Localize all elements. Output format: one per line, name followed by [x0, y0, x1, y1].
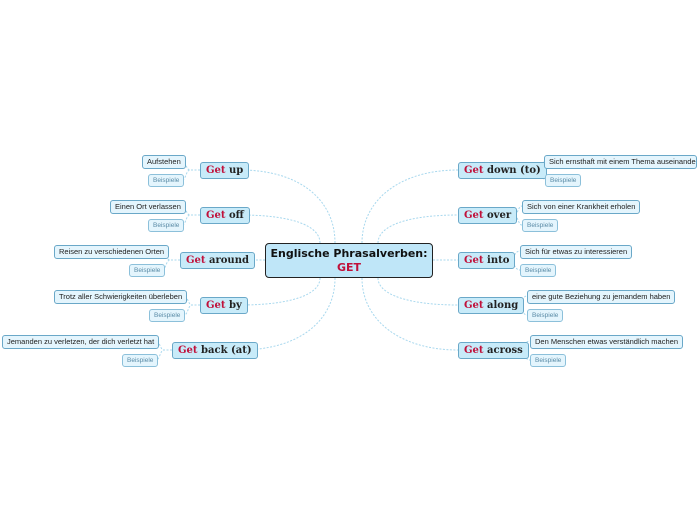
definition-get-around[interactable]: Reisen zu verschiedenen Orten	[54, 245, 170, 259]
particle-label: around	[209, 255, 249, 266]
examples-get-over[interactable]: Beispiele	[522, 219, 559, 232]
definition-get-up[interactable]: Aufstehen	[142, 155, 186, 169]
particle-label: down (to)	[487, 165, 541, 176]
particle-label: along	[487, 300, 519, 311]
link-center-back	[239, 277, 336, 351]
topic-get-into[interactable]: Get into	[458, 252, 516, 269]
topic-get-back-at[interactable]: Get back (at)	[172, 342, 258, 359]
central-topic[interactable]: Englische Phrasalverben: GET	[265, 243, 433, 278]
particle-label: by	[229, 300, 242, 311]
link-center-across	[361, 277, 459, 351]
link-center-along	[377, 277, 459, 306]
examples-get-around[interactable]: Beispiele	[129, 264, 166, 277]
topic-get-across[interactable]: Get across	[458, 342, 529, 359]
examples-get-up[interactable]: Beispiele	[148, 174, 185, 187]
particle-label: into	[487, 255, 510, 266]
get-label: Get	[186, 255, 206, 266]
examples-get-into[interactable]: Beispiele	[520, 264, 557, 277]
get-label: Get	[206, 210, 226, 221]
topic-get-along[interactable]: Get along	[458, 297, 525, 314]
particle-label: over	[487, 210, 512, 221]
topic-get-around[interactable]: Get around	[180, 252, 255, 269]
topic-get-down-to[interactable]: Get down (to)	[458, 162, 547, 179]
definition-get-back-at[interactable]: Jemanden zu verletzen, der dich verletzt…	[2, 335, 160, 349]
definition-get-by[interactable]: Trotz aller Schwierigkeiten überleben	[54, 290, 188, 304]
topic-get-up[interactable]: Get up	[200, 162, 250, 179]
get-label: Get	[206, 165, 226, 176]
definition-get-over[interactable]: Sich von einer Krankheit erholen	[522, 200, 641, 214]
link-center-off	[239, 214, 321, 244]
get-label: Get	[464, 210, 484, 221]
examples-get-back-at[interactable]: Beispiele	[122, 354, 159, 367]
get-label: Get	[206, 300, 226, 311]
examples-get-off[interactable]: Beispiele	[148, 219, 185, 232]
central-subtitle: GET	[336, 261, 362, 274]
topic-get-by[interactable]: Get by	[200, 297, 248, 314]
get-label: Get	[464, 255, 484, 266]
definition-get-down-to[interactable]: Sich ernsthaft mit einem Thema auseinand…	[544, 155, 697, 169]
examples-get-down-to[interactable]: Beispiele	[545, 174, 582, 187]
central-title: Englische Phrasalverben:	[270, 247, 428, 260]
examples-get-by[interactable]: Beispiele	[149, 309, 186, 322]
particle-label: off	[229, 210, 244, 221]
get-label: Get	[464, 300, 484, 311]
link-center-over	[377, 214, 459, 244]
get-label: Get	[464, 345, 484, 356]
get-label: Get	[178, 345, 198, 356]
examples-get-across[interactable]: Beispiele	[530, 354, 567, 367]
particle-label: up	[229, 165, 244, 176]
get-label: Get	[464, 165, 484, 176]
particle-label: across	[487, 345, 523, 356]
definition-get-along[interactable]: eine gute Beziehung zu jemandem haben	[527, 290, 676, 304]
definition-get-off[interactable]: Einen Ort verlassen	[110, 200, 186, 214]
definition-get-into[interactable]: Sich für etwas zu interessieren	[520, 245, 633, 259]
examples-get-along[interactable]: Beispiele	[527, 309, 564, 322]
topic-get-off[interactable]: Get off	[200, 207, 250, 224]
particle-label: back (at)	[201, 345, 252, 356]
topic-get-over[interactable]: Get over	[458, 207, 518, 224]
link-center-by	[239, 277, 321, 306]
link-center-up	[239, 169, 336, 244]
definition-get-across[interactable]: Den Menschen etwas verständlich machen	[530, 335, 683, 349]
link-center-down	[361, 169, 459, 244]
